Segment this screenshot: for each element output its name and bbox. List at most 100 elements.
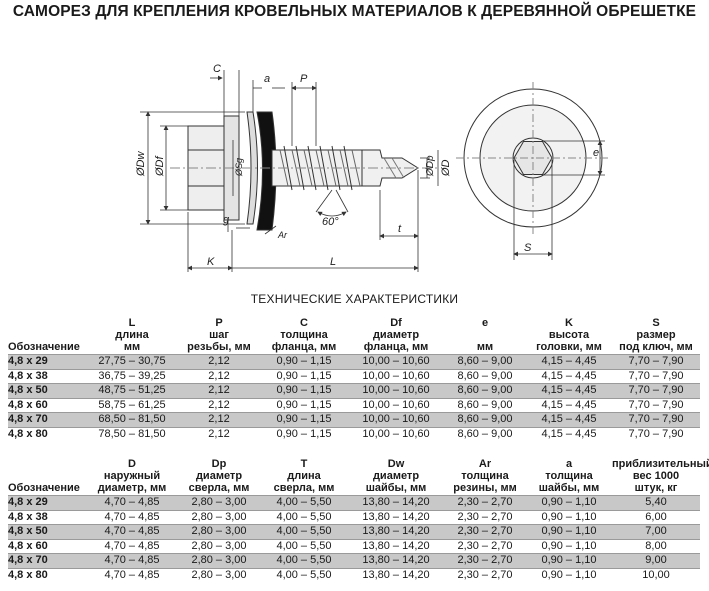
table-cell: 7,70 – 7,90 xyxy=(612,383,700,399)
table-cell: 10,00 – 10,60 xyxy=(348,383,444,399)
table-cell: 4,15 – 4,45 xyxy=(526,383,612,399)
table-cell: 13,80 – 14,20 xyxy=(348,510,444,525)
table-cell: 4,70 – 4,85 xyxy=(86,510,178,525)
column-header-line: Df xyxy=(390,317,402,329)
table-cell: 6,00 xyxy=(612,510,700,525)
dim-label-ar: Ar xyxy=(277,230,288,240)
row-designation: 4,8 x 80 xyxy=(8,568,86,583)
table-cell: 2,80 – 3,00 xyxy=(178,510,260,525)
row-designation: 4,8 x 70 xyxy=(8,553,86,569)
table-cell: 7,70 – 7,90 xyxy=(612,398,700,413)
column-header-line: S xyxy=(652,317,660,329)
table-cell: 2,12 xyxy=(178,398,260,413)
column-header-line: шайбы, мм xyxy=(365,482,427,494)
table-cell: 10,00 – 10,60 xyxy=(348,369,444,384)
column-header-line: под ключ, мм xyxy=(619,341,693,353)
table-cell: 0,90 – 1,15 xyxy=(260,412,348,428)
table-cell: 4,15 – 4,45 xyxy=(526,398,612,413)
table-cell: 4,70 – 4,85 xyxy=(86,524,178,540)
table-cell: 8,60 – 9,00 xyxy=(444,398,526,413)
table-cell: 2,12 xyxy=(178,369,260,384)
column-header-line: e xyxy=(481,317,489,329)
table-cell: 2,80 – 3,00 xyxy=(178,539,260,554)
table-cell: 8,60 – 9,00 xyxy=(444,369,526,384)
dim-label-g: g xyxy=(223,214,230,226)
column-header-line: резьбы, мм xyxy=(187,341,251,353)
column-header-line: штук, кг xyxy=(634,482,678,494)
column-header-line: приблизительный xyxy=(612,458,709,470)
table-cell: 8,00 xyxy=(612,539,700,554)
row-designation: 4,8 x 38 xyxy=(8,510,86,525)
column-header: Обозначение xyxy=(8,317,86,355)
screw-end-view xyxy=(456,82,610,260)
column-header-line: C xyxy=(300,317,308,329)
table-cell: 2,12 xyxy=(178,354,260,370)
row-designation: 4,8 x 70 xyxy=(8,412,86,428)
table-cell: 4,00 – 5,50 xyxy=(260,539,348,554)
table-cell: 10,00 xyxy=(612,568,700,583)
column-header-line: L xyxy=(128,317,136,329)
table-cell: 2,30 – 2,70 xyxy=(444,524,526,540)
column-header-line xyxy=(8,458,86,470)
table-cell: 13,80 – 14,20 xyxy=(348,568,444,583)
column-header-line: фланца, мм xyxy=(363,341,429,353)
column-header-line: мм xyxy=(476,341,494,353)
column-header-line: головки, мм xyxy=(536,341,602,353)
table-cell: 2,30 – 2,70 xyxy=(444,495,526,511)
table-cell: 13,80 – 14,20 xyxy=(348,539,444,554)
column-header-line xyxy=(444,329,526,341)
column-header-line: длина xyxy=(287,470,321,482)
table-cell: 7,70 – 7,90 xyxy=(612,412,700,428)
table-cell: 4,70 – 4,85 xyxy=(86,539,178,554)
table-cell: 2,30 – 2,70 xyxy=(444,510,526,525)
column-header-line: шайбы, мм xyxy=(538,482,600,494)
table-cell: 10,00 – 10,60 xyxy=(348,427,444,442)
screw-side-view xyxy=(187,111,419,231)
section-subtitle: ТЕХНИЧЕСКИЕ ХАРАКТЕРИСТИКИ xyxy=(250,292,459,306)
column-header-line: диаметр, мм xyxy=(97,482,167,494)
table-cell: 2,12 xyxy=(178,427,260,442)
dim-label-dp: ØDp xyxy=(425,155,436,177)
table-cell: 78,50 – 81,50 xyxy=(86,427,178,442)
table-cell: 68,50 – 81,50 xyxy=(86,412,178,428)
dim-label-l: L xyxy=(330,256,336,268)
table-cell: 58,75 – 61,25 xyxy=(86,398,178,413)
table-cell: 0,90 – 1,15 xyxy=(260,398,348,413)
row-designation: 4,8 x 80 xyxy=(8,427,86,442)
table-cell: 2,30 – 2,70 xyxy=(444,553,526,569)
table-cell: 0,90 – 1,15 xyxy=(260,369,348,384)
table-cell: 4,15 – 4,45 xyxy=(526,354,612,370)
table-cell: 4,15 – 4,45 xyxy=(526,427,612,442)
table-cell: 4,15 – 4,45 xyxy=(526,369,612,384)
table-cell: 4,15 – 4,45 xyxy=(526,412,612,428)
column-header-line: наружный xyxy=(103,470,161,482)
dim-label-a: a xyxy=(264,73,270,85)
table-cell: 0,90 – 1,10 xyxy=(526,539,612,554)
table-cell: 4,00 – 5,50 xyxy=(260,553,348,569)
row-designation: 4,8 x 50 xyxy=(8,383,86,399)
table-cell: 2,30 – 2,70 xyxy=(444,568,526,583)
dim-label-angle: 60° xyxy=(322,216,339,228)
column-header-line: T xyxy=(300,458,308,470)
dim-label-k: K xyxy=(207,256,215,268)
page-title: САМОРЕЗ ДЛЯ КРЕПЛЕНИЯ КРОВЕЛЬНЫХ МАТЕРИА… xyxy=(12,3,697,20)
column-header-line: диаметр xyxy=(372,329,420,341)
table-cell: 8,60 – 9,00 xyxy=(444,354,526,370)
column-header-line: D xyxy=(128,458,136,470)
column-header-line: a xyxy=(565,458,573,470)
column-header-line: резины, мм xyxy=(453,482,517,494)
row-designation: 4,8 x 29 xyxy=(8,354,86,370)
dim-label-d: ØD xyxy=(440,159,452,177)
column-header-line: Обозначение xyxy=(8,341,80,353)
